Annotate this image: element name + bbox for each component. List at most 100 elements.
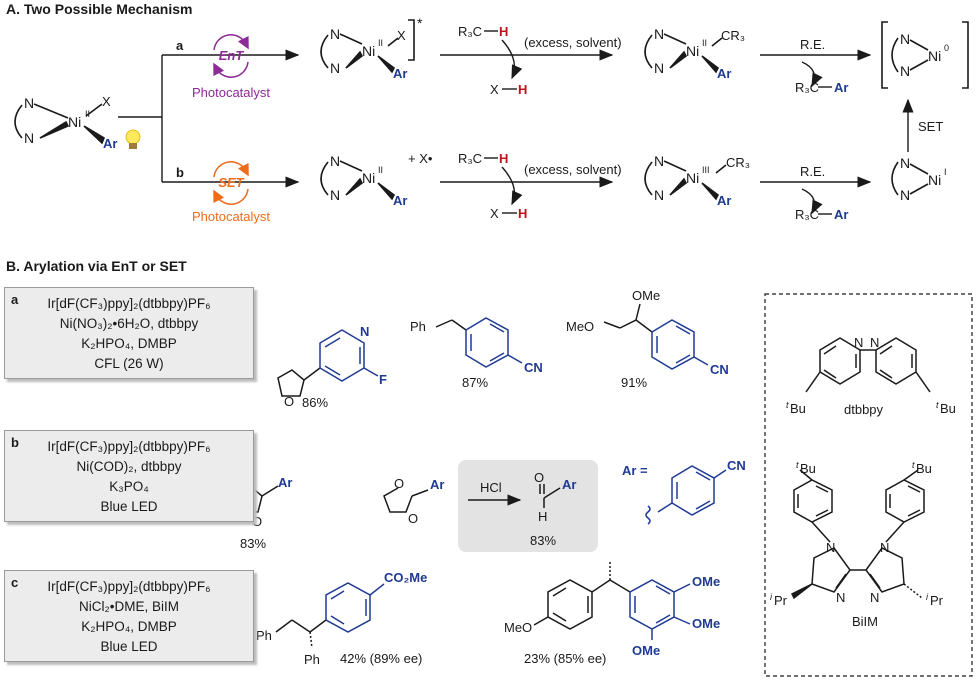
nitrogen-label: N <box>360 324 369 339</box>
excited-star: * <box>417 15 423 31</box>
condition-line: Ir[dF(CF₃)ppy]₂(dtbbpy)PF₆ <box>47 296 211 311</box>
ester-label: CO₂Me <box>384 570 427 585</box>
h-label: H <box>499 151 508 166</box>
tbu-label: Bu <box>916 461 932 476</box>
conditions-box-c: c Ir[dF(CF₃)ppy]₂(dtbbpy)PF₆ NiCl₂•DME, … <box>4 570 254 662</box>
r3c-label: R₃C <box>795 80 819 95</box>
hat-arrows <box>440 30 614 214</box>
ar-label: Ar <box>430 477 444 492</box>
ar-label: Ar <box>717 66 731 81</box>
ar-definition-label: Ar = <box>622 463 648 478</box>
r3c-label: R₃C <box>458 151 482 166</box>
set-arrow-label: SET <box>918 119 943 134</box>
ar-label: Ar <box>834 80 848 95</box>
x-label: X <box>102 94 111 109</box>
hydrogen-label: H <box>538 509 547 524</box>
biim-structure <box>790 469 925 600</box>
h-label: H <box>518 206 527 221</box>
phenyl-label: Ph <box>304 652 320 667</box>
condition-line: CFL (26 W) <box>94 356 164 371</box>
oxygen-label: O <box>534 470 544 485</box>
n-label: N <box>24 130 34 146</box>
product-c2-anisyl <box>533 562 631 630</box>
cyano-label: CN <box>727 458 746 473</box>
path-b-label: b <box>176 165 184 180</box>
ni-ii-alkyl-complex <box>644 33 723 74</box>
yield-a1: 86% <box>302 395 328 410</box>
ar-label: Ar <box>562 477 576 492</box>
yield-a2: 87% <box>462 375 488 390</box>
hcl-deprotection-box <box>458 460 598 552</box>
methoxy-label: OMe <box>632 288 660 303</box>
ar-label: Ar <box>393 66 407 81</box>
oxygen-label: O <box>284 394 294 409</box>
iso-prefix: i <box>926 592 929 602</box>
yield-b1: 83% <box>240 536 266 551</box>
conditions-box-a: a Ir[dF(CF₃)ppy]₂(dtbbpy)PF₆ Ni(NO₃)₂•6H… <box>4 287 254 379</box>
conditions-label: c <box>11 575 19 590</box>
condition-line: Ni(NO₃)₂•6H₂O, dtbbpy <box>59 316 199 331</box>
nitrogen-label: N <box>836 590 845 605</box>
condition-line: K₂HPO₄, DMBP <box>81 619 177 634</box>
start-ni-complex <box>14 103 105 145</box>
n-label: N <box>654 26 664 42</box>
n-label: N <box>900 187 910 203</box>
ar-label: Ar <box>393 193 407 208</box>
tert-prefix: t <box>936 400 939 410</box>
biim-label: BiIM <box>852 614 878 629</box>
methoxy-label: MeO <box>504 620 532 635</box>
condition-line: Ir[dF(CF₃)ppy]₂(dtbbpy)PF₆ <box>47 579 211 594</box>
tbu-label: Bu <box>790 401 806 416</box>
product-a2-aryl <box>465 317 523 368</box>
n-label: N <box>654 187 664 203</box>
ligand-box <box>764 293 973 677</box>
oxygen-label: O <box>394 476 404 491</box>
yield-b2: 83% <box>530 533 556 548</box>
iso-prefix: i <box>770 592 773 602</box>
n-label: N <box>330 26 340 42</box>
n-label: N <box>330 153 340 169</box>
product-c1-structure <box>275 619 327 649</box>
ni-oxidation: II <box>85 109 90 119</box>
ni-oxidation: II <box>378 38 383 48</box>
tert-prefix: t <box>912 460 915 470</box>
photocatalyst-label: Photocatalyst <box>192 85 270 100</box>
excess-solvent-label: (excess, solvent) <box>524 162 622 177</box>
re-label: R.E. <box>800 164 825 179</box>
product-a3-structure <box>603 303 653 333</box>
ar-label: Ar <box>278 475 292 490</box>
cr3-label: CR₃ <box>721 28 745 43</box>
tbu-label: Bu <box>800 461 816 476</box>
n-label: N <box>900 31 910 47</box>
h-label: H <box>499 24 508 39</box>
product-a2-structure <box>435 319 467 331</box>
x-label: X <box>490 206 499 221</box>
ni-0-complex <box>881 21 969 89</box>
nitrogen-label: N <box>854 335 863 350</box>
ar-label: Ar <box>834 207 848 222</box>
n-label: N <box>900 155 910 171</box>
product-a1-pyridine <box>319 329 379 382</box>
methoxy-label: OMe <box>692 616 720 631</box>
dtbbpy-label: dtbbpy <box>844 402 884 417</box>
ent-label: EnT <box>219 48 245 63</box>
condition-line: Ni(COD)₂, dtbbpy <box>76 459 182 474</box>
yield-a3: 91% <box>621 375 647 390</box>
ipr-label: Pr <box>930 593 944 608</box>
yield-c1: 42% (89% ee) <box>340 651 422 666</box>
product-c2-trimethoxyaryl <box>629 579 691 640</box>
ipr-label: Pr <box>774 593 788 608</box>
ni-i-complex <box>891 161 929 196</box>
lightbulb-icon <box>125 129 141 149</box>
ni-label: Ni <box>362 43 375 59</box>
excess-solvent-label: (excess, solvent) <box>524 35 622 50</box>
ni-oxidation: 0 <box>944 43 949 53</box>
ni-label: Ni <box>928 172 941 188</box>
ent-photocatalyst-cycle <box>213 34 249 78</box>
hcl-label: HCl <box>480 480 502 495</box>
ni-oxidation: II <box>378 165 383 175</box>
condition-line: Blue LED <box>100 639 158 654</box>
aldehyde-structure <box>539 484 561 508</box>
methoxy-label: OMe <box>692 574 720 589</box>
x-label: X <box>397 28 406 43</box>
